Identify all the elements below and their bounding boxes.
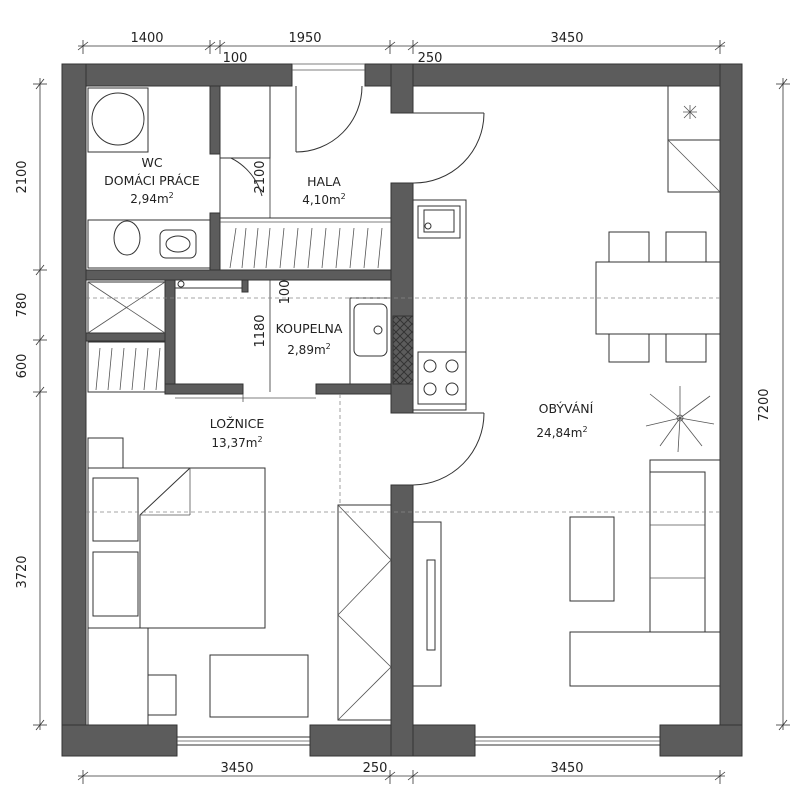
room-obyvani-name: OBÝVÁNÍ — [539, 401, 594, 416]
bathroom-fixtures — [174, 279, 414, 385]
dim-bottom-250: 250 — [363, 761, 388, 776]
dim-top-3450: 3450 — [550, 31, 583, 46]
room-koupelna-name: KOUPELNA — [276, 321, 343, 336]
dim-left-2100: 2100 — [15, 160, 30, 193]
room-wc-area: 2,94m2 — [130, 191, 174, 206]
dim-koupelna-1180: 1180 — [253, 314, 268, 347]
dim-top-1950: 1950 — [288, 31, 321, 46]
dimension-labels: 1400 100 1950 250 3450 3450 250 3450 210… — [15, 31, 772, 776]
dim-top-100: 100 — [223, 51, 248, 66]
dim-top-1400: 1400 — [130, 31, 163, 46]
dim-bottom-3450-right: 3450 — [550, 761, 583, 776]
room-obyvani-area: 24,84m2 — [536, 425, 587, 440]
room-loznice-name: LOŽNICE — [210, 416, 265, 431]
dim-bottom-3450-left: 3450 — [220, 761, 253, 776]
room-wc-name: WC — [141, 155, 162, 170]
dim-top-250: 250 — [418, 51, 443, 66]
windows — [176, 63, 661, 746]
dim-left-780: 780 — [15, 293, 30, 318]
reference-lines — [86, 297, 720, 513]
dim-inner-100: 100 — [278, 280, 293, 305]
dim-right-7200: 7200 — [757, 388, 772, 421]
dim-left-3720: 3720 — [15, 555, 30, 588]
wc-fixtures — [87, 85, 271, 269]
doors — [175, 85, 485, 486]
room-hala-area: 4,10m2 — [302, 192, 346, 207]
kitchen — [412, 199, 467, 411]
dim-hala-2100: 2100 — [253, 160, 268, 193]
room-wc-name-2: DOMÁCI PRÁCE — [104, 173, 200, 188]
dim-left-600: 600 — [15, 354, 30, 379]
living-furniture — [412, 85, 721, 687]
room-koupelna-area: 2,89m2 — [287, 342, 331, 357]
left-closets — [87, 281, 166, 393]
room-hala-name: HALA — [307, 174, 341, 189]
room-loznice-area: 13,37m2 — [211, 435, 262, 450]
bedroom-furniture — [87, 437, 392, 726]
room-labels: WC DOMÁCI PRÁCE 2,94m2 HALA 4,10m2 KOUPE… — [104, 155, 593, 450]
hala-wardrobe — [219, 217, 392, 271]
